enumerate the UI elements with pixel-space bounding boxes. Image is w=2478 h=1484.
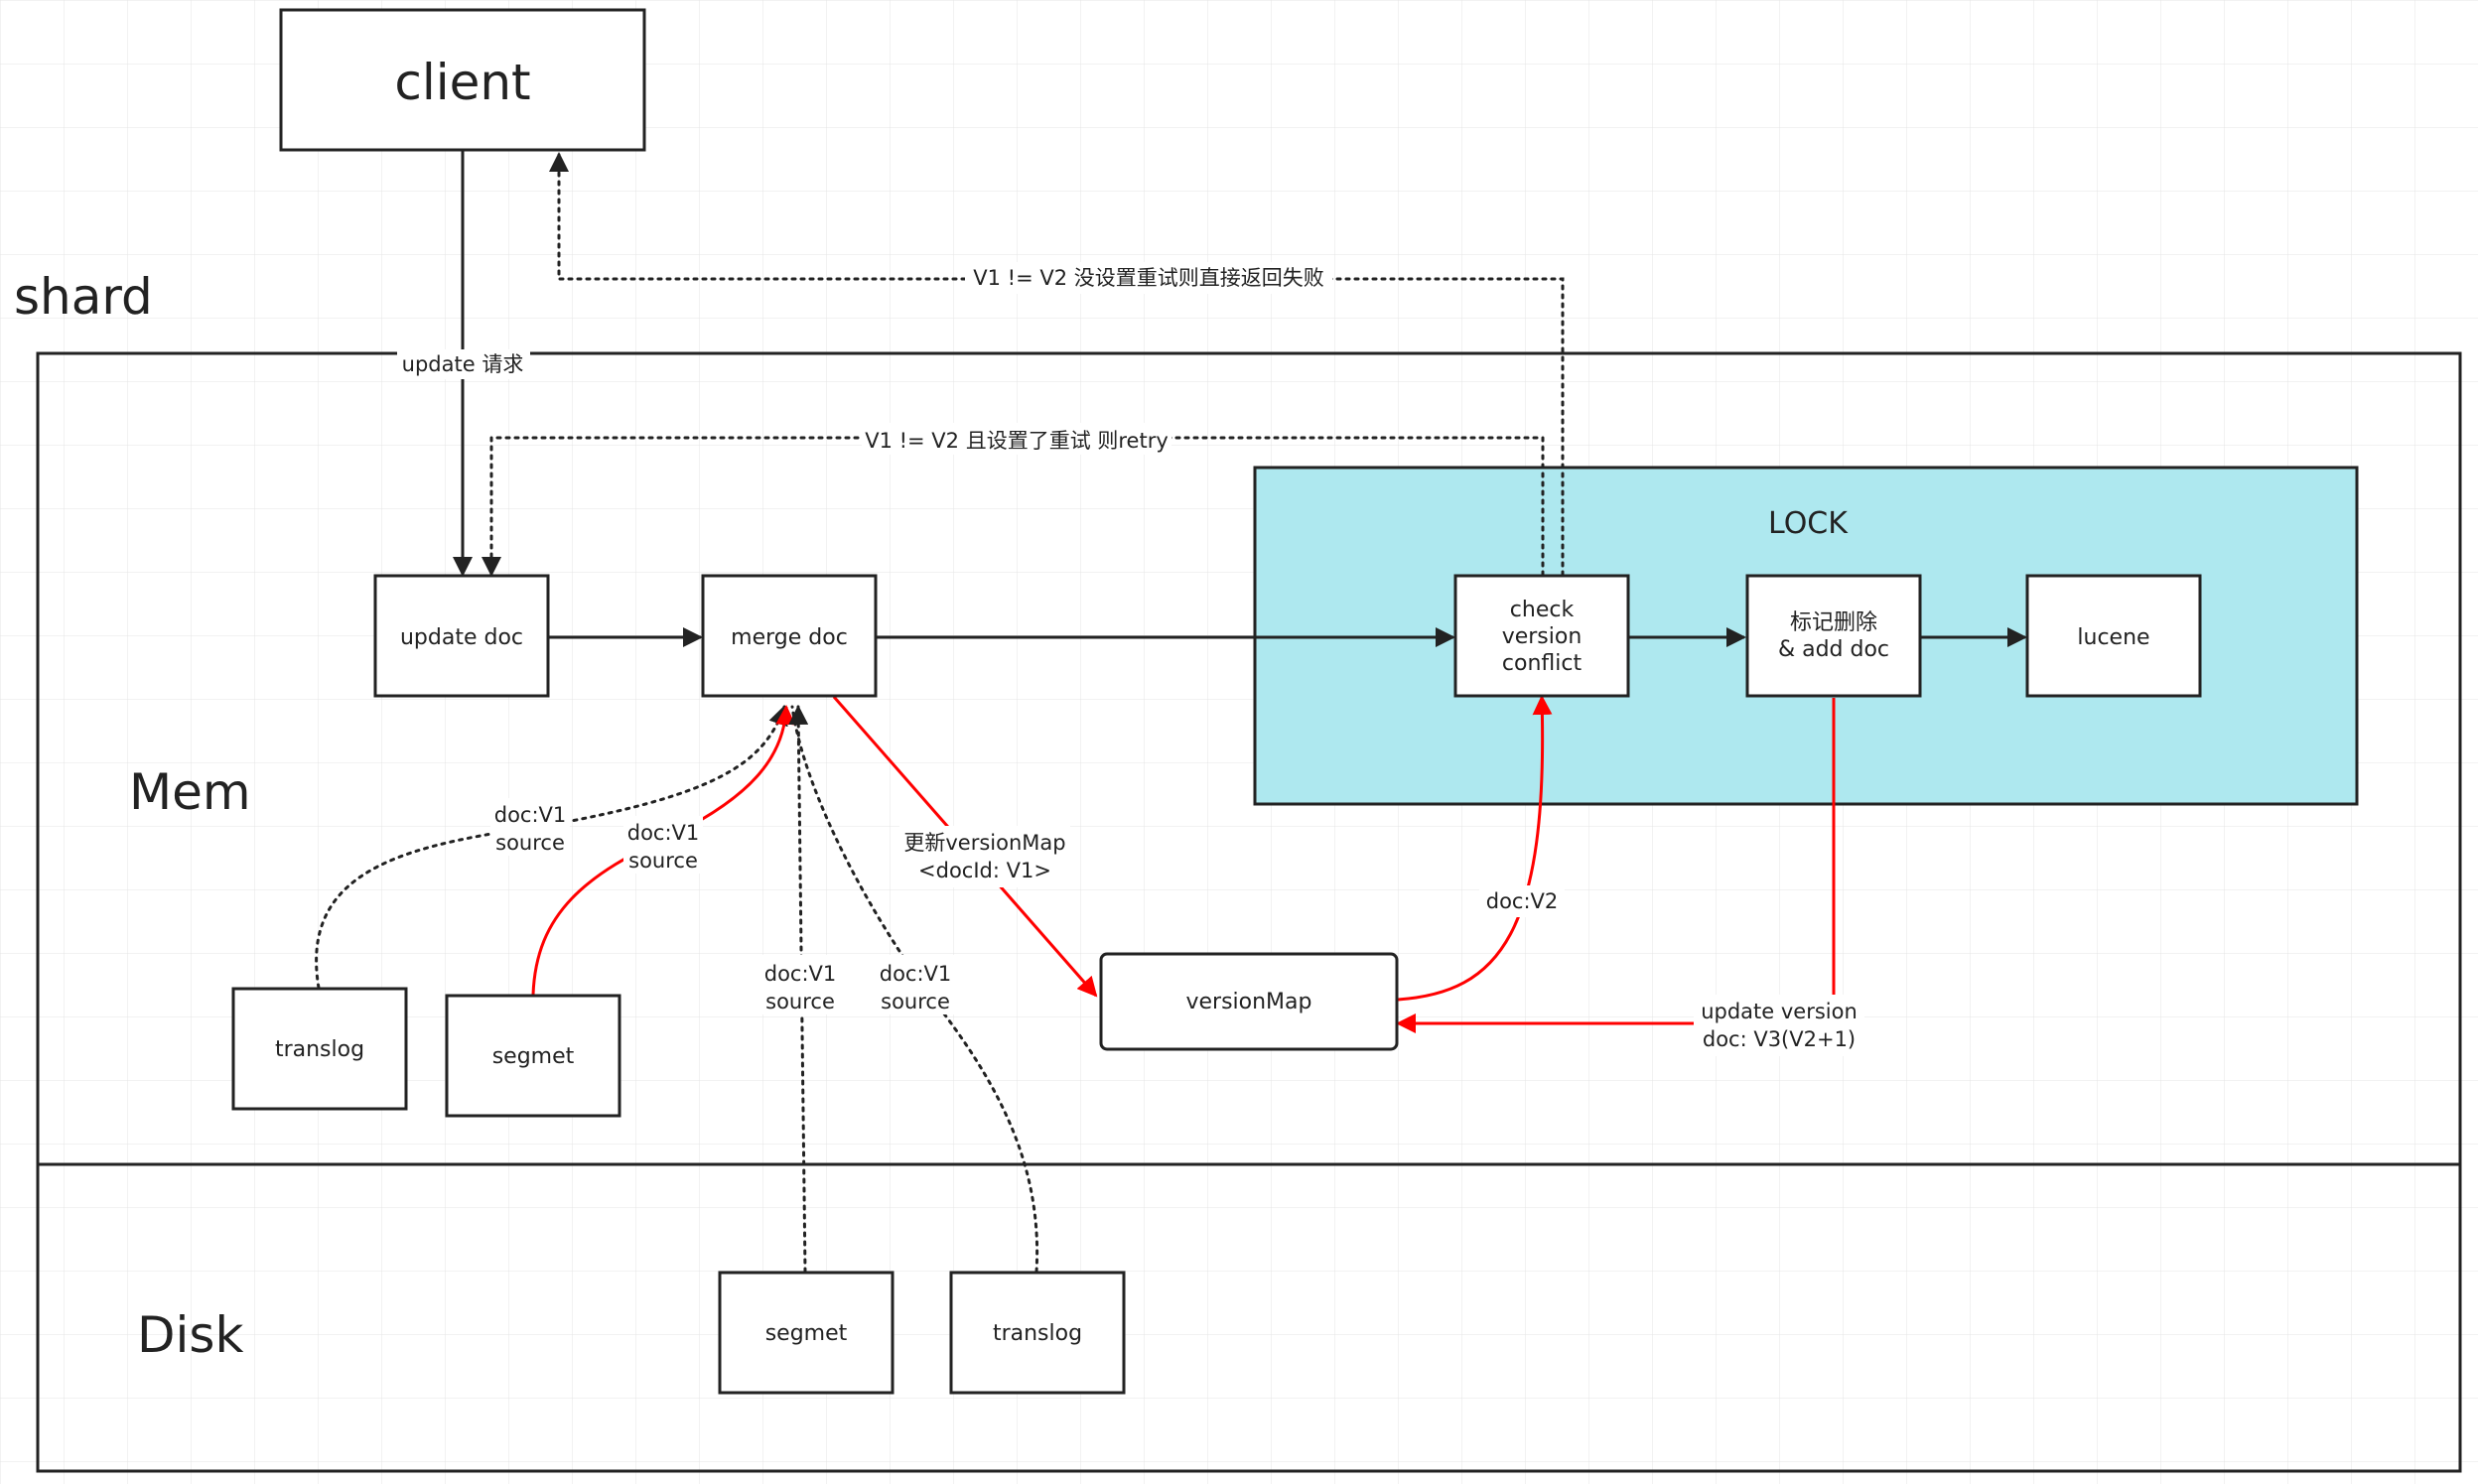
segmet-source-label: doc:V1 source [623,816,703,874]
svg-text:doc:V1: doc:V1 [880,962,952,986]
update-version-map-label: 更新versionMap <docId: V1> [899,826,1070,887]
svg-text:update version: update version [1701,1000,1858,1023]
disk-translog-source-label: doc:V1 source [876,955,955,1014]
disk-segmet-source-label: doc:V1 source [760,955,840,1014]
update-version-label: update version doc: V3(V2+1) [1694,995,1864,1056]
svg-text:doc: V3(V2+1): doc: V3(V2+1) [1703,1027,1856,1051]
disk-translog-label: translog [993,1321,1082,1346]
check-conflict-line-3: conflict [1502,651,1583,676]
version-map-label: versionMap [1185,990,1311,1014]
svg-text:<docId: V1>: <docId: V1> [918,859,1051,882]
svg-text:doc:V1: doc:V1 [494,803,567,827]
mem-translog-node[interactable]: translog [231,987,408,1111]
mark-delete-add-node[interactable]: 标记删除 & add doc [1745,574,1922,698]
merge-doc-node[interactable]: merge doc [701,574,878,698]
check-conflict-node[interactable]: check version conflict [1453,574,1630,698]
svg-text:doc:V1: doc:V1 [764,962,837,986]
svg-text:更新versionMap: 更新versionMap [903,831,1065,855]
disk-label: Disk [137,1306,243,1364]
client-label: client [394,54,530,111]
svg-text:V1 != V2 没设置重试则直接返回失败: V1 != V2 没设置重试则直接返回失败 [973,266,1324,290]
client-node[interactable]: client [279,8,646,152]
disk-translog-source-edge [790,705,1039,1274]
mem-label: Mem [129,763,251,821]
translog-source-label: doc:V1 source [490,798,570,856]
fail-return-label: V1 != V2 没设置重试则直接返回失败 [965,262,1332,294]
retry-label: V1 != V2 且设置了重试 则retry [862,423,1171,455]
svg-text:source: source [765,990,835,1013]
disk-translog-node[interactable]: translog [949,1271,1126,1395]
disk-segmet-node[interactable]: segmet [718,1271,895,1395]
lucene-node[interactable]: lucene [2025,574,2202,698]
svg-text:doc:V2: doc:V2 [1486,889,1559,913]
doc-v2-edge [1397,695,1553,1002]
check-conflict-line-1: check [1510,598,1575,622]
update-doc-node[interactable]: update doc [373,574,550,698]
doc-v2-label: doc:V2 [1479,885,1565,917]
lucene-label: lucene [2077,625,2149,650]
mem-translog-label: translog [275,1037,364,1062]
svg-text:update 请求: update 请求 [402,352,524,376]
disk-segmet-label: segmet [765,1321,848,1346]
check-conflict-line-2: version [1502,624,1583,649]
lock-label: LOCK [1768,506,1849,541]
svg-text:source: source [881,990,950,1013]
mem-segmet-label: segmet [492,1044,575,1069]
mem-segmet-node[interactable]: segmet [445,994,621,1118]
mem-translog-source-edge [315,705,788,990]
shard-label: shard [14,268,153,326]
update-request-label: update 请求 [397,349,530,379]
mark-delete-add-line-2: & add doc [1778,637,1889,662]
merge-doc-label: merge doc [731,625,848,650]
svg-text:source: source [628,849,698,873]
svg-text:doc:V1: doc:V1 [627,821,700,845]
svg-text:V1 != V2 且设置了重试 则retry: V1 != V2 且设置了重试 则retry [865,429,1169,453]
mark-delete-add-line-1: 标记删除 [1790,610,1877,635]
update-doc-label: update doc [400,625,523,650]
shard-frame [36,351,2462,1473]
version-map-node[interactable]: versionMap [1099,952,1399,1051]
svg-text:source: source [495,831,565,855]
